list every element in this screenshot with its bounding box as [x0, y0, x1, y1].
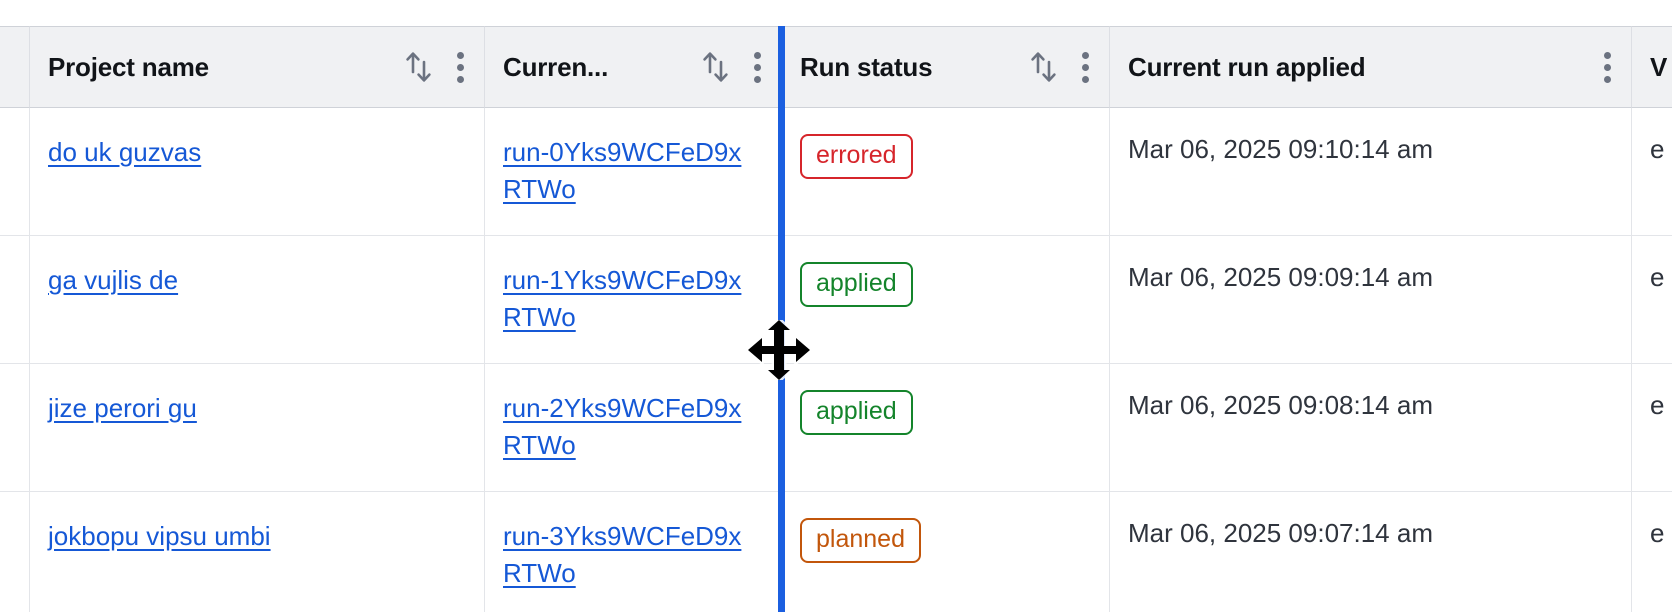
- sort-icon[interactable]: [701, 50, 731, 84]
- cell-project-name: jize perori gu: [30, 364, 485, 492]
- cell-project-name: ga vujlis de: [30, 236, 485, 364]
- sort-icon[interactable]: [404, 50, 434, 84]
- current-run-link[interactable]: run-2Yks9WCFeD9xRTWo: [503, 393, 742, 460]
- data-table-scroll-area[interactable]: Project name Curren... Run status Current r…: [0, 26, 1672, 612]
- cell-current-run: run-2Yks9WCFeD9xRTWo: [485, 364, 782, 492]
- sort-icon[interactable]: [1029, 50, 1059, 84]
- table-row[interactable]: jize perori gu run-2Yks9WCFeD9xRTWo applie…: [0, 364, 1672, 492]
- column-header-label: V: [1650, 51, 1668, 82]
- applied-timestamp: Mar 06, 2025 09:07:14 am: [1128, 518, 1433, 548]
- status-badge: planned: [800, 518, 921, 563]
- column-header-project[interactable]: Project name: [30, 26, 485, 108]
- column-header-label: Curren...: [503, 51, 609, 82]
- column-header-run_status[interactable]: Run status: [782, 26, 1110, 108]
- column-header-label: Project name: [48, 51, 209, 82]
- cell-current-run-applied: Mar 06, 2025 09:10:14 am: [1110, 108, 1632, 236]
- row-select-cell[interactable]: [0, 492, 30, 612]
- cell-vcs: e: [1632, 236, 1672, 364]
- cell-current-run-applied: Mar 06, 2025 09:09:14 am: [1110, 236, 1632, 364]
- vcs-text: e: [1650, 390, 1665, 420]
- applied-timestamp: Mar 06, 2025 09:09:14 am: [1128, 262, 1433, 292]
- project-name-link[interactable]: ga vujlis de: [48, 265, 179, 295]
- status-badge: applied: [800, 390, 913, 435]
- row-select-cell[interactable]: [0, 364, 30, 492]
- project-name-link[interactable]: jize perori gu: [48, 393, 197, 423]
- applied-timestamp: Mar 06, 2025 09:10:14 am: [1128, 134, 1433, 164]
- cell-project-name: jokbopu vipsu umbi: [30, 492, 485, 612]
- cell-vcs: e: [1632, 108, 1672, 236]
- cell-current-run: run-0Yks9WCFeD9xRTWo: [485, 108, 782, 236]
- vcs-text: e: [1650, 262, 1665, 292]
- table-header: Project name Curren... Run status Current r…: [0, 26, 1672, 108]
- cell-current-run: run-1Yks9WCFeD9xRTWo: [485, 236, 782, 364]
- column-header-select: [0, 26, 30, 108]
- cell-vcs: e: [1632, 492, 1672, 612]
- table-row[interactable]: ga vujlis de run-1Yks9WCFeD9xRTWo applied M…: [0, 236, 1672, 364]
- column-menu-icon[interactable]: [456, 50, 464, 84]
- cell-current-run-applied: Mar 06, 2025 09:07:14 am: [1110, 492, 1632, 612]
- vcs-text: e: [1650, 134, 1665, 164]
- current-run-link[interactable]: run-1Yks9WCFeD9xRTWo: [503, 265, 742, 332]
- table-row[interactable]: jokbopu vipsu umbi run-3Yks9WCFeD9xRTWo pl…: [0, 492, 1672, 612]
- current-run-link[interactable]: run-0Yks9WCFeD9xRTWo: [503, 137, 742, 204]
- column-header-applied[interactable]: Current run applied: [1110, 26, 1632, 108]
- projects-data-table: Project name Curren... Run status Current r…: [0, 26, 1672, 612]
- project-name-link[interactable]: jokbopu vipsu umbi: [48, 521, 271, 551]
- row-select-cell[interactable]: [0, 108, 30, 236]
- row-select-cell[interactable]: [0, 236, 30, 364]
- column-menu-icon[interactable]: [753, 50, 761, 84]
- vcs-text: e: [1650, 518, 1665, 548]
- column-menu-icon[interactable]: [1081, 50, 1089, 84]
- cell-vcs: e: [1632, 364, 1672, 492]
- cell-run-status: planned: [782, 492, 1110, 612]
- status-badge: errored: [800, 134, 913, 179]
- cell-run-status: applied: [782, 364, 1110, 492]
- column-header-current_run[interactable]: Curren...: [485, 26, 782, 108]
- applied-timestamp: Mar 06, 2025 09:08:14 am: [1128, 390, 1433, 420]
- cell-project-name: do uk guzvas: [30, 108, 485, 236]
- cell-run-status: errored: [782, 108, 1110, 236]
- column-menu-icon[interactable]: [1603, 50, 1611, 84]
- cell-current-run-applied: Mar 06, 2025 09:08:14 am: [1110, 364, 1632, 492]
- status-badge: applied: [800, 262, 913, 307]
- cell-current-run: run-3Yks9WCFeD9xRTWo: [485, 492, 782, 612]
- table-top-strip: [0, 0, 1672, 26]
- table-row[interactable]: do uk guzvas run-0Yks9WCFeD9xRTWo errored M…: [0, 108, 1672, 236]
- project-name-link[interactable]: do uk guzvas: [48, 137, 202, 167]
- cell-run-status: applied: [782, 236, 1110, 364]
- current-run-link[interactable]: run-3Yks9WCFeD9xRTWo: [503, 521, 742, 588]
- column-header-label: Run status: [800, 51, 933, 82]
- table-header-row: Project name Curren... Run status Current r…: [0, 26, 1672, 108]
- column-header-vcs[interactable]: V: [1632, 26, 1672, 108]
- column-header-label: Current run applied: [1128, 51, 1366, 82]
